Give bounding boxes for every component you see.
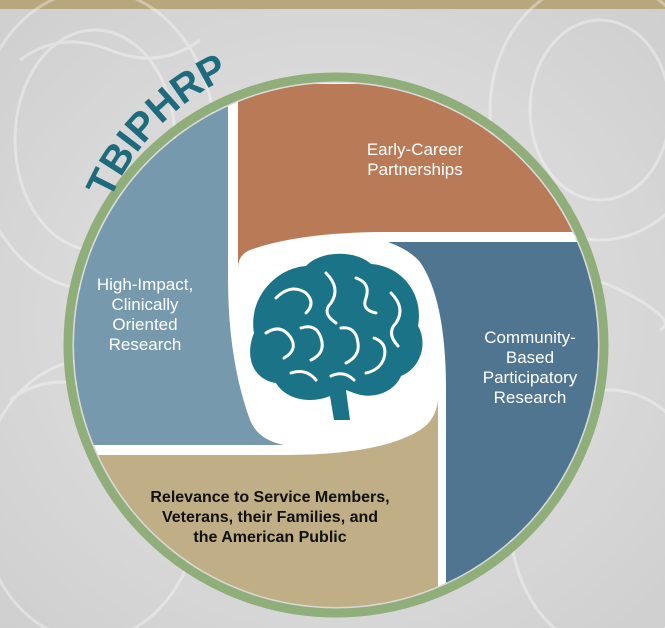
label-line: Based [505, 348, 555, 367]
label-line: Research [108, 335, 182, 354]
label-line: Research [493, 388, 567, 407]
outer-ring [63, 72, 609, 618]
label-line: Relevance to Service Members, [150, 489, 390, 506]
label-early-career: Early-Career Partnerships [285, 140, 545, 180]
top-bar [0, 0, 665, 9]
brain-icon [250, 253, 423, 420]
label-line: the American Public [193, 529, 347, 546]
label-line: Participatory [482, 368, 578, 387]
label-line: Community- [484, 328, 576, 347]
label-line: Partnerships [367, 160, 463, 179]
label-community: Community- Based Participatory Research [445, 328, 615, 408]
label-line: Veterans, their Families, and [161, 509, 379, 526]
label-high-impact: High-Impact, Clinically Oriented Researc… [70, 275, 220, 355]
label-line: High-Impact, [96, 275, 194, 294]
label-line: Early-Career [366, 140, 464, 159]
label-line: Oriented [112, 315, 178, 334]
label-line: Clinically [111, 295, 179, 314]
label-relevance: Relevance to Service Members, Veterans, … [120, 488, 420, 548]
